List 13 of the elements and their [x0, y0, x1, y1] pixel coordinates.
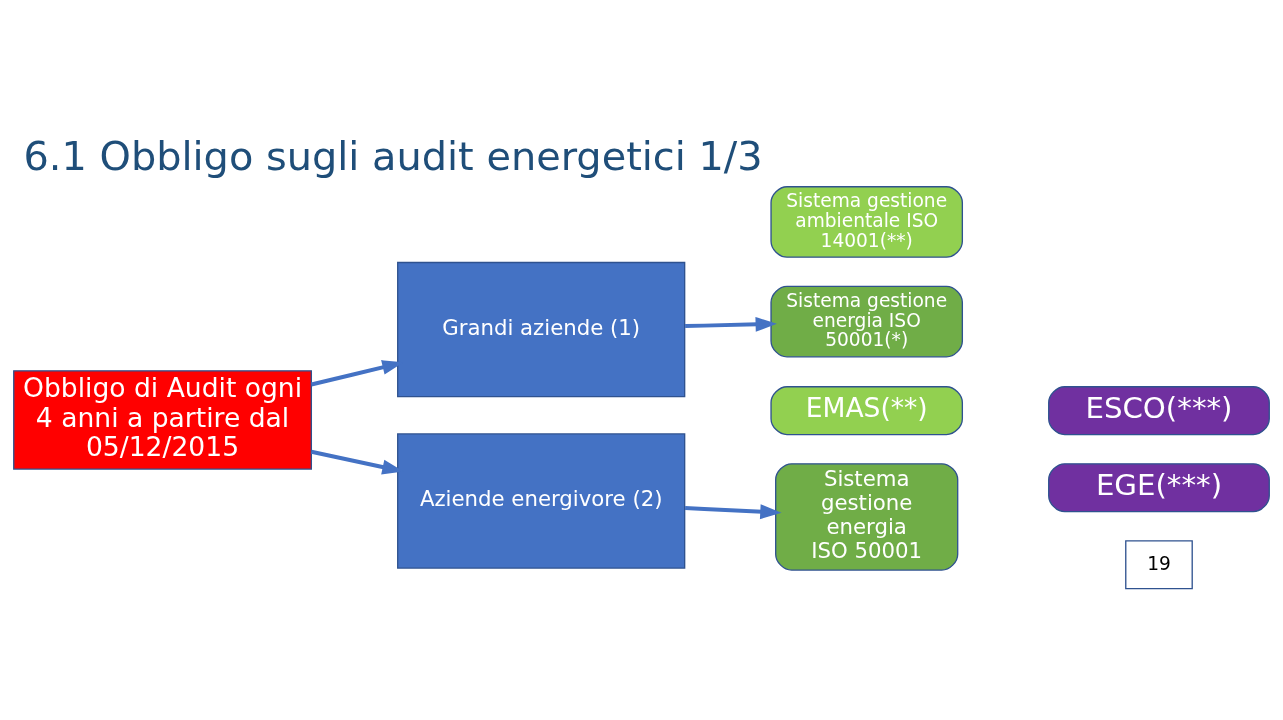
arrow [684, 503, 782, 519]
node-box: Sistema gestione energia ISO 50001 [775, 462, 959, 571]
node-box: EGE(***) [1048, 462, 1270, 512]
arrow [685, 316, 777, 332]
node-box: Grandi aziende (1) [397, 261, 686, 397]
node-box: Obbligo di Audit ogni 4 anni a partire dal 05/12/2015 [13, 369, 312, 470]
node-box: ESCO(***) [1048, 385, 1270, 435]
diagram-title: 6.1 Obbligo sugli audit energetici 1/3 [23, 132, 763, 179]
node-box: Sistema gestione ambientale ISO 14001(**) [770, 185, 963, 258]
node-box: Aziende energivore (2) [397, 432, 686, 569]
node-box: EMAS(**) [770, 385, 963, 435]
node-box: 19 [1125, 539, 1193, 589]
node-box: Sistema gestione energia ISO 50001(*) [770, 285, 963, 357]
